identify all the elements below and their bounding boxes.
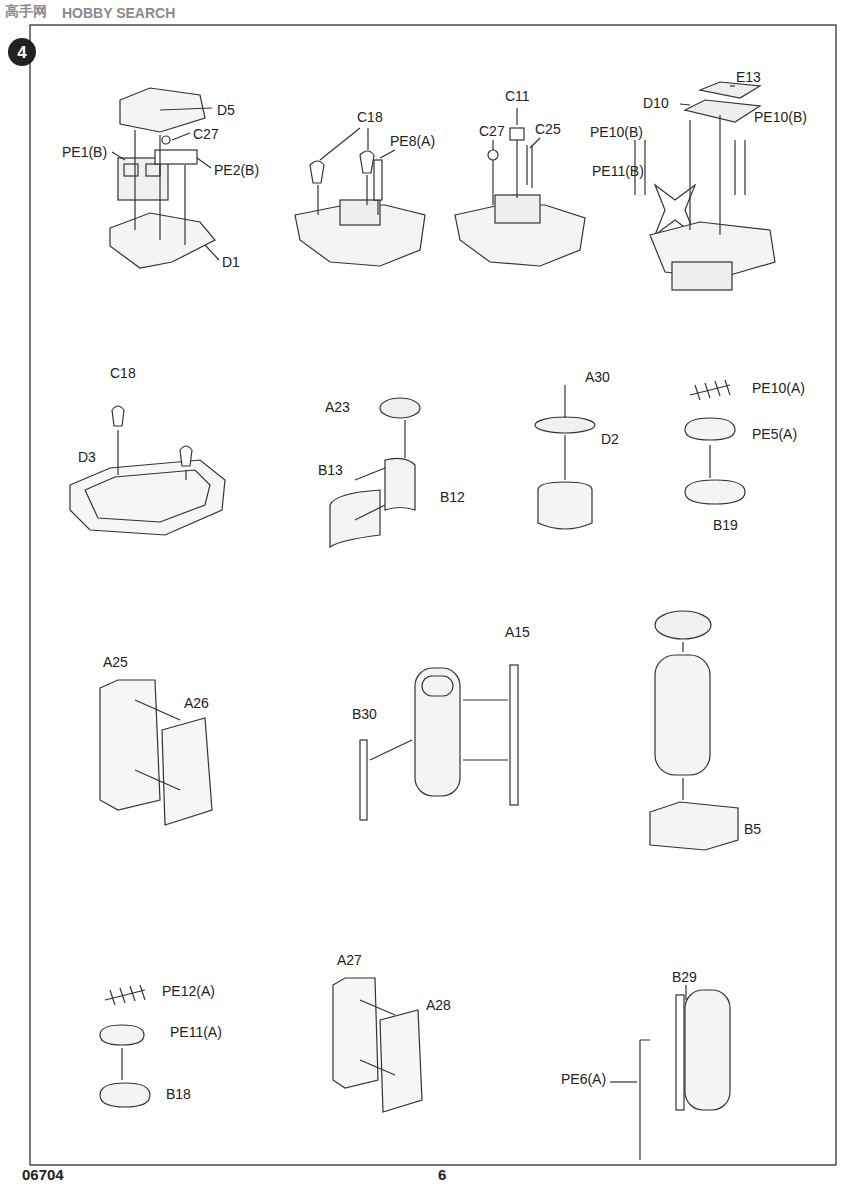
part-label: PE2(B): [214, 163, 259, 177]
part-label: PE6(A): [561, 1072, 606, 1086]
part-label: A27: [337, 953, 362, 967]
part-label: PE11(B): [592, 164, 644, 178]
part-label: PE5(A): [752, 427, 797, 441]
part-label: PE11(A): [170, 1025, 222, 1039]
part-label: PE1(B): [62, 145, 107, 159]
part-label: B29: [672, 970, 697, 984]
watermark: HOBBY SEARCH: [62, 6, 175, 20]
part-label: C18: [357, 110, 383, 124]
part-label: E13: [736, 70, 761, 84]
part-label: B30: [352, 707, 377, 721]
page-number: 6: [438, 1167, 446, 1182]
part-label: PE8(A): [390, 134, 435, 148]
part-label: A23: [325, 400, 350, 414]
part-label: C18: [110, 366, 136, 380]
part-label: A28: [426, 998, 451, 1012]
part-label: C27: [193, 127, 219, 141]
part-label: A26: [184, 696, 209, 710]
step-number: 4: [15, 44, 29, 61]
part-label: A15: [505, 625, 530, 639]
part-label: D1: [222, 255, 240, 269]
part-label: B5: [744, 822, 761, 836]
part-label: A25: [103, 655, 128, 669]
part-label: PE10(A): [752, 381, 805, 395]
part-label: C25: [535, 122, 561, 136]
part-label: C11: [505, 89, 530, 103]
part-label: D5: [217, 103, 235, 117]
part-label: A30: [585, 370, 610, 384]
part-label: B18: [166, 1087, 191, 1101]
part-label: C27: [479, 124, 505, 138]
page-number: 06704: [22, 1167, 64, 1182]
part-label: PE10(B): [754, 110, 807, 124]
watermark: 高手网: [5, 4, 47, 18]
part-label: B13: [318, 463, 343, 477]
part-label: D3: [78, 450, 96, 464]
part-label: B19: [713, 518, 738, 532]
part-label: PE12(A): [162, 984, 215, 998]
part-label: PE10(B): [590, 125, 643, 139]
part-label: B12: [440, 490, 465, 504]
part-label: D10: [643, 96, 669, 110]
part-label: D2: [601, 432, 619, 446]
